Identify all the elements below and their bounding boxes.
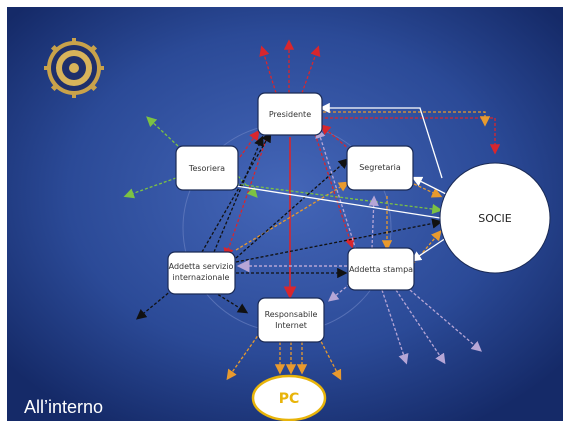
node-responsabile-label-line1: Responsabile — [265, 310, 318, 319]
node-responsabile-label-line2: Internet — [275, 321, 307, 330]
node-socie-label: SOCIE — [478, 212, 512, 225]
node-socie: SOCIE — [439, 162, 551, 274]
node-addetta-stampa: Addetta stampa — [347, 247, 415, 291]
slide-caption: All’interno — [24, 397, 103, 417]
rotary-wheel-emblem-icon — [44, 38, 104, 98]
node-responsabile-internet: Responsabile Internet — [257, 297, 325, 343]
node-segretaria: Segretaria — [346, 145, 414, 191]
node-addetta-stampa-label: Addetta stampa — [349, 265, 413, 274]
node-addetta-servizio-internazionale: Addetta servizio internazionale — [167, 251, 236, 295]
connector-arrows — [123, 39, 501, 381]
node-pc: PC — [251, 374, 327, 421]
node-segretaria-label: Segretaria — [359, 163, 401, 172]
node-tesoriera: Tesoriera — [175, 145, 239, 191]
node-addetta-servizio-label-line1: Addetta servizio — [169, 262, 234, 271]
node-tesoriera-label: Tesoriera — [188, 164, 225, 173]
node-addetta-servizio-label-line2: internazionale — [173, 273, 230, 282]
node-presidente-label: Presidente — [269, 110, 311, 119]
node-presidente: Presidente — [257, 92, 323, 136]
node-pc-label: PC — [279, 391, 300, 407]
